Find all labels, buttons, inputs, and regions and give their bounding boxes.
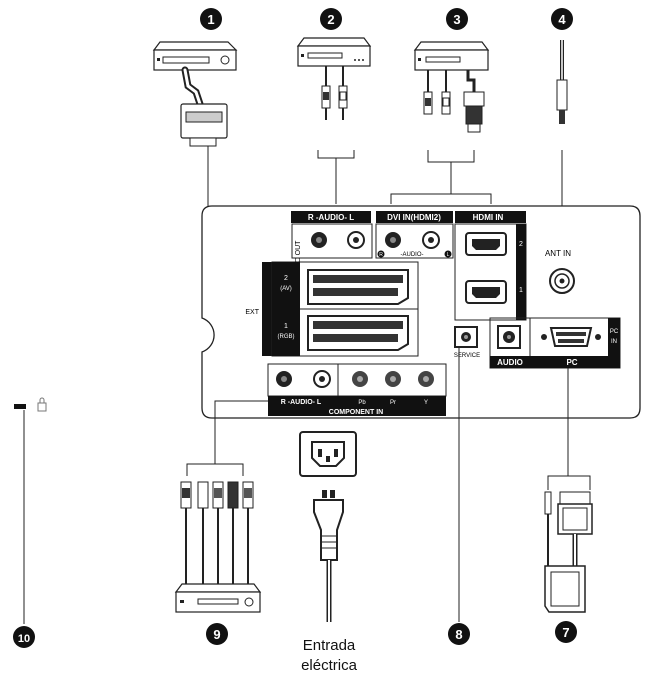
component-device-9 bbox=[174, 583, 262, 613]
service-label: SERVICE bbox=[454, 353, 480, 359]
component-audio-l-jack-core bbox=[319, 376, 325, 382]
svg-text:(RGB): (RGB) bbox=[278, 334, 295, 340]
power-caption-line2: eléctrica bbox=[301, 657, 357, 674]
marker-4: 4 bbox=[551, 8, 573, 30]
svg-text:(AV): (AV) bbox=[280, 286, 292, 292]
svg-text:R -AUDIO- L: R -AUDIO- L bbox=[281, 399, 322, 406]
svg-text:3: 3 bbox=[453, 12, 460, 27]
svg-text:Y: Y bbox=[424, 400, 428, 406]
pc-in-section: AUDIO PC PC IN bbox=[489, 317, 621, 369]
audio-out-r-jack-core bbox=[316, 237, 322, 243]
vcr-device-1 bbox=[152, 41, 238, 71]
power-inlet bbox=[299, 431, 357, 477]
marker-3: 3 bbox=[446, 8, 468, 30]
svg-text:2: 2 bbox=[519, 241, 523, 248]
svg-text:R -AUDIO- L: R -AUDIO- L bbox=[308, 213, 354, 222]
audio-device-2 bbox=[296, 37, 372, 67]
marker-2: 2 bbox=[320, 8, 342, 30]
svg-text:2: 2 bbox=[284, 275, 288, 282]
rca-audio-cable-2 bbox=[321, 66, 348, 120]
svg-text:L: L bbox=[447, 252, 450, 258]
service-port[interactable] bbox=[454, 326, 478, 348]
audio-out-section: R -AUDIO- L AUDIO OUT bbox=[291, 211, 373, 280]
ant-in-label: ANT IN bbox=[545, 249, 571, 258]
hdmi-2-port[interactable] bbox=[465, 232, 507, 256]
svg-text:PC: PC bbox=[566, 358, 577, 367]
pc-lead-line bbox=[547, 368, 591, 490]
svg-text:AUDIO OUT: AUDIO OUT bbox=[295, 240, 302, 280]
svg-text:PC: PC bbox=[610, 329, 619, 335]
antenna-cable-4 bbox=[556, 40, 568, 124]
power-caption-line1: Entrada bbox=[302, 637, 356, 654]
ext-section: EXT 2 (AV) 1 (RGB) bbox=[245, 261, 419, 357]
svg-text:HDMI IN: HDMI IN bbox=[473, 213, 504, 222]
dvi-hdmi-cables-3 bbox=[423, 70, 485, 133]
power-plug bbox=[313, 490, 344, 622]
svg-text:7: 7 bbox=[562, 625, 569, 640]
component-in-section: R -AUDIO- L Pb Pr Y COMPONENT IN bbox=[267, 363, 447, 416]
audio-out-l-jack-core bbox=[353, 237, 359, 243]
svg-text:10: 10 bbox=[18, 633, 30, 645]
scart-2-av-port[interactable] bbox=[307, 269, 409, 305]
component-lead-line bbox=[186, 400, 268, 476]
svg-text:2: 2 bbox=[327, 12, 334, 27]
hdmi-1-port[interactable] bbox=[465, 280, 507, 304]
pc-vga-port[interactable] bbox=[541, 327, 601, 347]
svg-text:R: R bbox=[379, 252, 383, 258]
svg-text:8: 8 bbox=[455, 627, 462, 642]
component-cables-9 bbox=[180, 481, 254, 590]
component-audio-r-jack-core bbox=[281, 376, 287, 382]
svg-text:IN: IN bbox=[611, 339, 617, 345]
scart-cable bbox=[180, 66, 228, 147]
pc-audio-jack[interactable] bbox=[497, 325, 521, 349]
component-pr-jack-core bbox=[390, 376, 396, 382]
component-y-jack-core bbox=[423, 376, 429, 382]
svg-text:EXT: EXT bbox=[245, 309, 259, 316]
marker-7: 7 bbox=[555, 621, 577, 643]
svg-text:1: 1 bbox=[207, 12, 214, 27]
svg-text:1: 1 bbox=[284, 323, 288, 330]
pc-cables-7 bbox=[544, 491, 593, 613]
hdmi-device-3 bbox=[413, 41, 490, 71]
marker-10: 10 bbox=[13, 626, 35, 648]
power-caption: Entrada eléctrica bbox=[298, 636, 360, 676]
dvi-in-section: DVI IN(HDMI2) -AUDIO- R L bbox=[375, 211, 454, 259]
marker-9: 9 bbox=[206, 623, 228, 645]
svg-text:-AUDIO-: -AUDIO- bbox=[401, 252, 424, 258]
ant-in-jack[interactable] bbox=[549, 268, 575, 294]
svg-text:Pb: Pb bbox=[358, 400, 366, 406]
svg-text:DVI IN(HDMI2): DVI IN(HDMI2) bbox=[387, 213, 441, 222]
svg-text:AUDIO: AUDIO bbox=[497, 358, 523, 367]
kensington-lock-icon bbox=[14, 397, 47, 412]
dvi-audio-l-jack-core bbox=[428, 237, 434, 243]
dvi-hdmi-lead-line bbox=[390, 150, 492, 204]
marker-1: 1 bbox=[200, 8, 222, 30]
svg-text:Pr: Pr bbox=[390, 400, 396, 406]
scart-1-rgb-port[interactable] bbox=[307, 315, 409, 351]
component-pb-jack-core bbox=[357, 376, 363, 382]
svg-text:9: 9 bbox=[213, 627, 220, 642]
dvi-audio-r-jack-core bbox=[390, 237, 396, 243]
svg-text:4: 4 bbox=[558, 12, 566, 27]
marker-8: 8 bbox=[448, 623, 470, 645]
audio-out-lead-line bbox=[317, 150, 355, 204]
svg-text:1: 1 bbox=[519, 287, 523, 294]
svg-text:COMPONENT IN: COMPONENT IN bbox=[329, 409, 383, 416]
